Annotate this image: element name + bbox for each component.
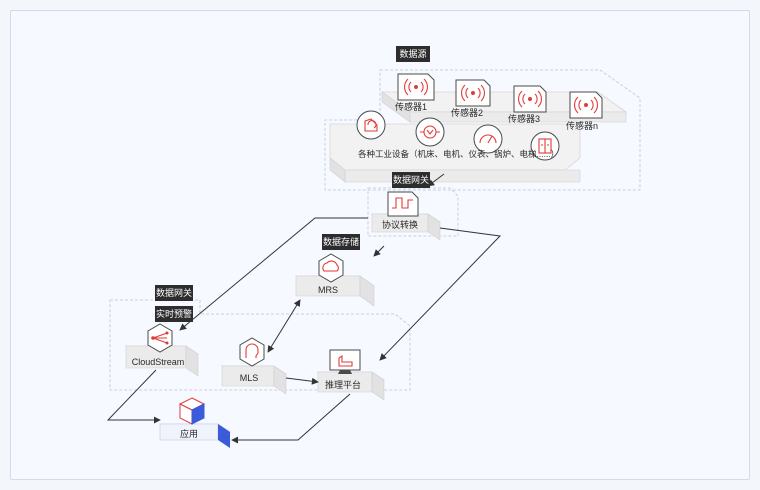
app-node: 应用 bbox=[158, 397, 232, 448]
gateway-tag-top: 数据网关 bbox=[392, 172, 430, 188]
flow-source-to-gateway bbox=[427, 173, 445, 187]
wireless-signal-icon bbox=[414, 85, 418, 89]
device-3 bbox=[473, 124, 503, 154]
realtime-tag: 实时预警 bbox=[155, 306, 193, 322]
wireless-signal-icon bbox=[528, 97, 532, 101]
flow-cloudstream-to-app bbox=[106, 369, 161, 424]
brain-head-icon bbox=[245, 343, 259, 358]
sensor-3-label: 传感器3 bbox=[508, 113, 540, 124]
cloud-brain-icon bbox=[322, 260, 339, 272]
app-label: 应用 bbox=[180, 428, 198, 439]
realtime-tag-text: 实时预警 bbox=[156, 308, 192, 319]
hand-screen-icon bbox=[338, 354, 353, 367]
sensor-1: 传感器1 bbox=[395, 73, 435, 112]
cloudstream-node: CloudStream bbox=[124, 323, 200, 377]
inference-label: 推理平台 bbox=[325, 379, 361, 390]
gauge-icon bbox=[479, 134, 497, 144]
wireless-signal-icon bbox=[584, 103, 588, 107]
gateway-tag-left: 数据网关 bbox=[155, 285, 193, 301]
storage-tag: 数据存储 bbox=[322, 234, 360, 250]
sensor-n: 传感器n bbox=[566, 91, 603, 131]
mls-label: MLS bbox=[240, 373, 259, 383]
gateway-zone-top bbox=[367, 187, 459, 237]
devices-label: 各种工业设备（机床、电机、仪表、锅炉、电梯......） bbox=[358, 149, 559, 159]
device-1 bbox=[356, 110, 386, 140]
flow-gateway-to-inference bbox=[379, 227, 502, 361]
mrs-label: MRS bbox=[318, 285, 338, 295]
sensor-3: 传感器3 bbox=[508, 85, 547, 124]
cube-icon bbox=[178, 397, 206, 425]
device-4 bbox=[530, 131, 560, 161]
flow-mls-to-inference bbox=[285, 377, 319, 385]
device-2 bbox=[415, 117, 445, 147]
flow-gateway-to-cloudstream bbox=[179, 217, 368, 331]
wireless-signal-icon bbox=[471, 91, 475, 95]
flow-inference-to-app bbox=[231, 393, 351, 444]
sensor-1-label: 传感器1 bbox=[395, 101, 427, 112]
inference-node: 推理平台 bbox=[316, 349, 386, 401]
data-source-tag-text: 数据源 bbox=[399, 48, 426, 59]
sensor-2: 传感器2 bbox=[451, 79, 491, 118]
waveform-icon bbox=[392, 197, 413, 209]
edge-zone bbox=[109, 299, 411, 391]
cloudstream-label: CloudStream bbox=[132, 357, 185, 367]
stream-nodes-icon bbox=[152, 332, 168, 344]
data-source-tag: 数据源 bbox=[396, 46, 430, 62]
mrs-node: MRS bbox=[294, 253, 376, 307]
mls-node: MLS bbox=[220, 337, 288, 395]
gateway-tag-left-text: 数据网关 bbox=[156, 287, 192, 298]
sensor-2-label: 传感器2 bbox=[451, 107, 483, 118]
flow-gateway-to-mrs bbox=[373, 245, 385, 257]
sensor-n-label: 传感器n bbox=[566, 120, 598, 131]
protocol-convert-label: 协议转换 bbox=[382, 219, 418, 230]
gateway-tag-top-text: 数据网关 bbox=[393, 174, 429, 185]
flow-mrs-mls bbox=[267, 299, 301, 353]
protocol-convert-node: 协议转换 bbox=[370, 191, 442, 241]
storage-tag-text: 数据存储 bbox=[323, 236, 359, 247]
rotate-arrow-icon bbox=[364, 118, 378, 132]
